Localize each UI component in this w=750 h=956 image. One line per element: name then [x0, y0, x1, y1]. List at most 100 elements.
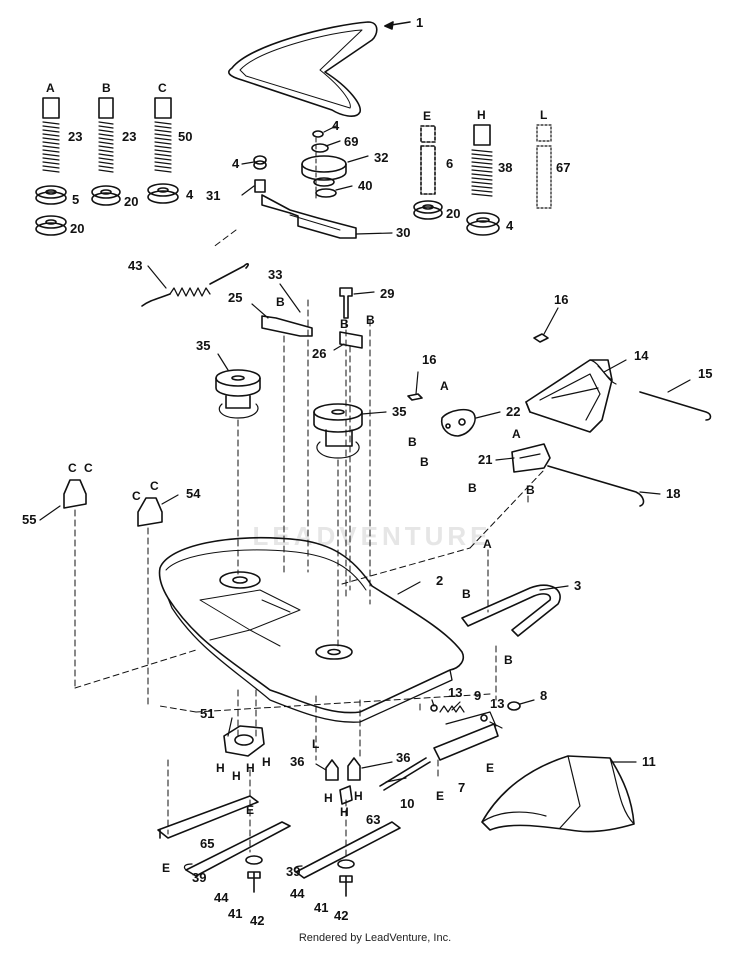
part-25-bracket[interactable] — [261, 315, 313, 337]
callout-20: 20 — [70, 221, 84, 236]
svg-text:H: H — [232, 769, 241, 783]
callout-18: 18 — [666, 486, 680, 501]
part-42-bolt-left[interactable] — [247, 871, 261, 893]
part-30-bracket[interactable] — [261, 194, 357, 239]
callout-10: 10 — [400, 796, 414, 811]
part-39-blade-left[interactable] — [183, 821, 291, 877]
hardware-bolt-E[interactable] — [420, 125, 436, 195]
callout-13: 13 — [490, 696, 504, 711]
svg-text:B: B — [504, 653, 513, 667]
callout-26: 26 — [312, 346, 326, 361]
svg-text:H: H — [340, 805, 349, 819]
callout-42: 42 — [334, 908, 348, 923]
nut-4-h[interactable] — [466, 212, 500, 236]
part-3-arm[interactable] — [461, 584, 561, 637]
svg-text:H: H — [354, 789, 363, 803]
part-55-bracket[interactable] — [63, 479, 87, 509]
part-39-blade-right[interactable] — [293, 821, 401, 879]
callout-21: 21 — [478, 452, 492, 467]
svg-text:H: H — [246, 761, 255, 775]
svg-text:C: C — [150, 479, 159, 493]
callout-36: 36 — [396, 750, 410, 765]
callout-4: 4 — [232, 156, 240, 171]
callout-42: 42 — [250, 913, 264, 928]
nut-20-b[interactable] — [91, 185, 121, 206]
part-callouts: 1 2 3 4 4 4 4 5 6 7 8 9 10 11 13 13 14 1… — [22, 15, 712, 928]
callout-35: 35 — [196, 338, 210, 353]
watermark-text: LEADVENTURE — [252, 521, 491, 551]
callout-20: 20 — [446, 206, 460, 221]
callout-14: 14 — [634, 348, 649, 363]
washer-20-e[interactable] — [413, 200, 443, 220]
callout-15: 15 — [698, 366, 712, 381]
callout-43: 43 — [128, 258, 142, 273]
svg-text:C: C — [132, 489, 141, 503]
svg-text:C: C — [68, 461, 77, 475]
part-2-deck[interactable] — [158, 537, 465, 723]
part-22-plate[interactable] — [440, 408, 476, 437]
svg-text:A: A — [483, 537, 492, 551]
callout-16: 16 — [554, 292, 568, 307]
part-15-rod[interactable] — [639, 391, 712, 421]
part-4-nut-small[interactable] — [253, 155, 267, 170]
svg-text:H: H — [324, 791, 333, 805]
svg-text:B: B — [366, 313, 375, 327]
part-16-pin-mid[interactable] — [407, 393, 423, 401]
part-54-bracket[interactable] — [137, 497, 163, 527]
part-36-right[interactable] — [347, 757, 361, 781]
part-35-pulley-right[interactable] — [313, 403, 363, 459]
part-44-washer-right[interactable] — [337, 859, 355, 869]
part-8-nut[interactable] — [507, 701, 521, 711]
washer-4-c[interactable] — [147, 183, 179, 204]
hardware-bolt-C[interactable] — [154, 97, 172, 173]
part-11-chute[interactable] — [481, 755, 635, 833]
washer-5[interactable] — [35, 185, 67, 205]
part-idler-stack[interactable] — [301, 130, 347, 199]
callout-13: 13 — [448, 685, 462, 700]
letter-C: C — [158, 81, 167, 95]
part-belt[interactable] — [228, 21, 378, 117]
callout-51: 51 — [200, 706, 214, 721]
part-63-spacer[interactable] — [339, 785, 353, 805]
part-7-bracket[interactable] — [433, 711, 499, 761]
part-18-rod[interactable] — [547, 465, 645, 507]
part-14-frame[interactable] — [525, 359, 617, 433]
part-31-spacer[interactable] — [254, 179, 266, 193]
part-21-bracket[interactable] — [511, 443, 551, 473]
part-35-pulley-left[interactable] — [215, 369, 261, 419]
svg-text:E: E — [436, 789, 444, 803]
svg-text:H: H — [216, 761, 225, 775]
svg-text:B: B — [526, 483, 535, 497]
part-42-bolt-right[interactable] — [339, 875, 353, 897]
svg-text:H: H — [262, 755, 271, 769]
nut-20-left[interactable] — [35, 215, 67, 236]
callout-4: 4 — [506, 218, 514, 233]
part-36-left[interactable] — [325, 759, 339, 781]
callout-23: 23 — [122, 129, 136, 144]
callout-6: 6 — [446, 156, 453, 171]
callout-5: 5 — [72, 192, 79, 207]
callout-30: 30 — [396, 225, 410, 240]
part-65-adapter[interactable] — [157, 795, 259, 839]
part-43-spring[interactable] — [141, 263, 249, 307]
callout-23: 23 — [68, 129, 82, 144]
part-51-bearing[interactable] — [223, 725, 265, 757]
part-29-bolt[interactable] — [339, 287, 353, 319]
part-9-spring[interactable] — [439, 705, 465, 713]
callout-65: 65 — [200, 836, 214, 851]
callout-63: 63 — [366, 812, 380, 827]
hardware-bolt-L[interactable] — [536, 124, 552, 209]
hardware-bolt-A[interactable] — [42, 97, 60, 173]
leader-lines — [39, 125, 691, 783]
callout-55: 55 — [22, 512, 36, 527]
hardware-bolt-B[interactable] — [98, 97, 114, 173]
reference-letters: A B C E H L B B B A B B A B B C C C C A … — [46, 81, 547, 875]
letter-L: L — [540, 108, 547, 122]
part-26-bracket[interactable] — [339, 331, 363, 349]
hardware-bolt-H[interactable] — [471, 124, 493, 197]
part-16-pin-upper[interactable] — [533, 333, 549, 343]
footer-credit: Rendered by LeadVenture, Inc. — [298, 932, 452, 944]
callout-41: 41 — [314, 900, 328, 915]
part-44-washer-left[interactable] — [245, 855, 263, 865]
